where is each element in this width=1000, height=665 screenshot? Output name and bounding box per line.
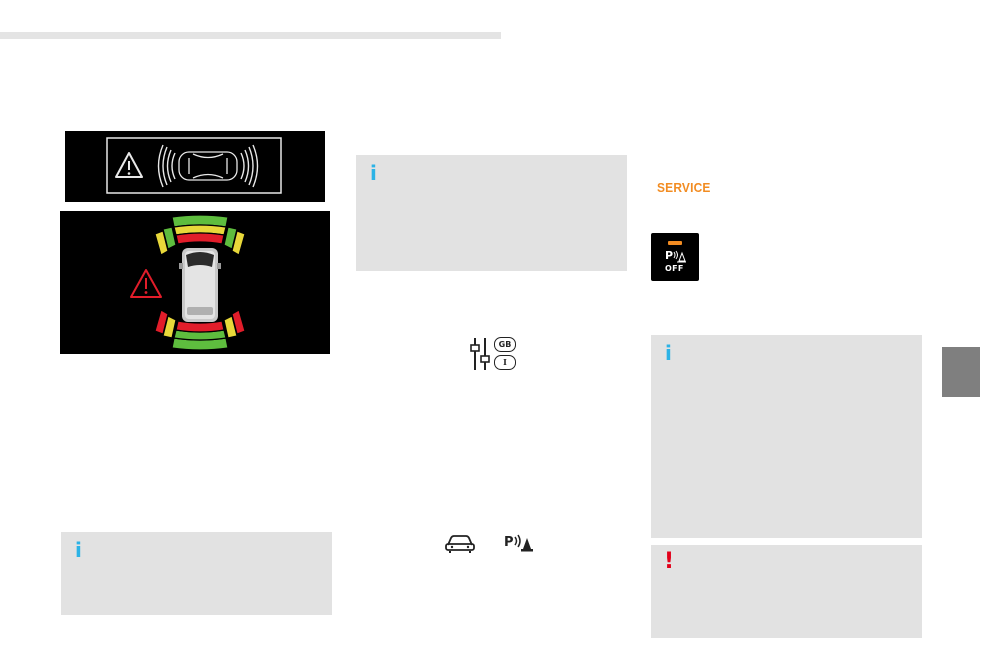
settings-sliders-icon: GB I bbox=[468, 334, 520, 374]
car-outline-icon bbox=[178, 151, 238, 181]
sensor-cone-icon bbox=[673, 250, 686, 263]
sensor-arcs-right-icon bbox=[240, 144, 259, 188]
language-i-label: I bbox=[494, 355, 516, 370]
parking-display-colour bbox=[60, 211, 330, 354]
sensor-arcs-left-icon bbox=[157, 144, 176, 188]
park-sensors-off-button: P OFF bbox=[651, 233, 699, 281]
front-sensor-zones bbox=[154, 214, 246, 256]
info-icon: i bbox=[665, 341, 672, 365]
info-box-right: i bbox=[651, 335, 922, 538]
info-icon: i bbox=[75, 538, 82, 562]
warning-box-right: ! bbox=[651, 545, 922, 638]
language-gb-label: GB bbox=[494, 337, 516, 352]
info-box-middle: i bbox=[356, 155, 627, 271]
svg-text:P: P bbox=[504, 535, 514, 550]
indicator-lamp bbox=[668, 241, 682, 245]
info-box-left: i bbox=[61, 532, 332, 615]
car-front-icon bbox=[444, 533, 476, 553]
vehicle-top-view-icon bbox=[179, 248, 221, 322]
parking-display-outline bbox=[65, 131, 325, 202]
park-p-label: P bbox=[665, 249, 674, 262]
off-label: OFF bbox=[665, 264, 684, 273]
info-icon: i bbox=[370, 161, 377, 185]
warning-triangle-icon bbox=[115, 152, 143, 178]
chapter-tab bbox=[942, 347, 980, 397]
park-assist-icon: P bbox=[504, 532, 538, 554]
warning-icon: ! bbox=[664, 549, 675, 574]
top-rule bbox=[0, 32, 501, 39]
rear-sensor-zones bbox=[154, 309, 246, 351]
service-warning-label: SERVICE bbox=[657, 180, 711, 195]
outline-display-svg bbox=[106, 137, 282, 194]
warning-triangle-red-icon bbox=[130, 269, 162, 298]
colour-display-svg bbox=[130, 214, 246, 351]
sliders-icon bbox=[470, 338, 490, 370]
